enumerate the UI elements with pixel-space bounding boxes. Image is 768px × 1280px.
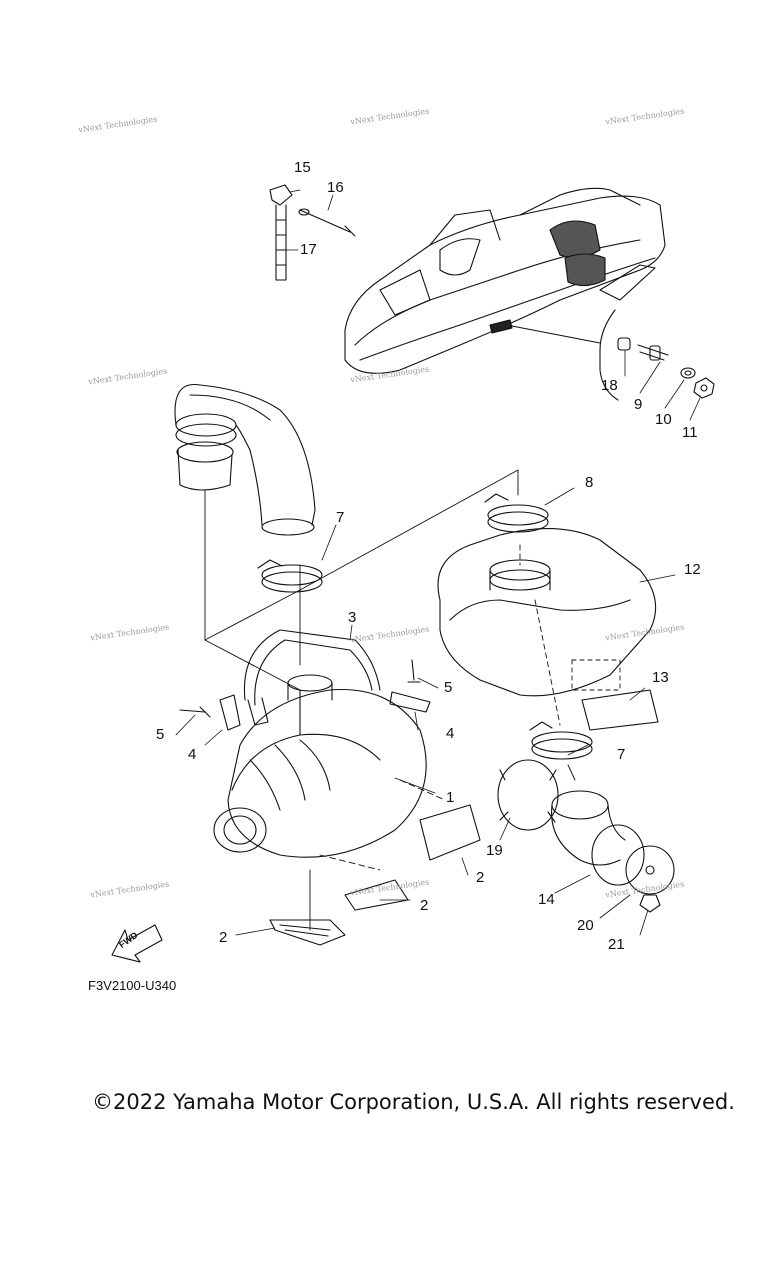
callout-7-bottom: 7 (617, 746, 626, 763)
callout-20: 20 (577, 917, 594, 934)
callout-leaders (175, 189, 701, 936)
callout-21: 21 (608, 936, 625, 953)
fwd-arrow (111, 924, 163, 963)
strap-part (243, 629, 381, 726)
callout-15: 15 (294, 159, 311, 176)
callout-18: 18 (601, 377, 618, 394)
resonator-tank (437, 528, 657, 697)
callout-2-middle: 2 (420, 897, 429, 914)
callout-1: 1 (446, 789, 455, 806)
outlet-elbow (497, 759, 675, 913)
callout-7-top: 7 (336, 509, 345, 526)
callout-3: 3 (348, 609, 357, 626)
pad-part (581, 689, 659, 731)
callout-2-right: 2 (476, 869, 485, 886)
callout-14: 14 (538, 891, 555, 908)
hose-clamps (257, 493, 593, 760)
callout-5-left: 5 (156, 726, 165, 743)
callout-4-left: 4 (188, 746, 197, 763)
watercraft-illustration (344, 187, 666, 374)
callout-4-right: 4 (446, 725, 455, 742)
callout-13: 13 (652, 669, 669, 686)
callout-12: 12 (684, 561, 701, 578)
fastener-parts (179, 659, 431, 731)
silencer-body (213, 674, 427, 858)
assembly-leader-lines (204, 469, 621, 931)
callout-5-right: 5 (444, 679, 453, 696)
detail-bracket (511, 309, 715, 401)
callout-16: 16 (327, 179, 344, 196)
copyright-notice: ©2022 Yamaha Motor Corporation, U.S.A. A… (92, 1090, 735, 1114)
clip-and-strap-parts (269, 184, 356, 281)
callout-19: 19 (486, 842, 503, 859)
callout-8: 8 (585, 474, 594, 491)
callout-11: 11 (682, 424, 698, 441)
callout-17: 17 (300, 241, 317, 258)
callout-9: 9 (634, 396, 643, 413)
intake-duct (174, 383, 316, 536)
heat-shields (269, 804, 481, 946)
diagram-code: F3V2100-U340 (88, 978, 177, 993)
callout-2-left: 2 (219, 929, 228, 946)
callout-10: 10 (655, 411, 672, 428)
